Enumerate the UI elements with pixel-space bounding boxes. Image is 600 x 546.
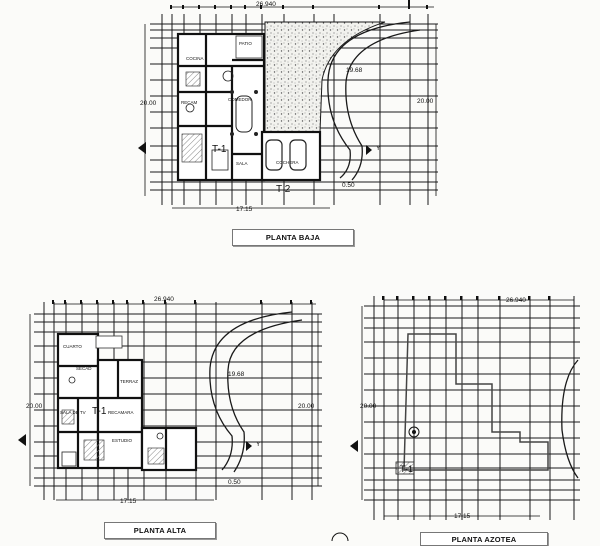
dim-bottom: 17.15: [236, 206, 253, 213]
dim-bottom-right: 0.50: [342, 182, 355, 189]
dim-bottom: 17.15: [120, 498, 137, 505]
section-tag-t1: T-1: [400, 464, 413, 474]
dim-top: 26.940: [256, 1, 276, 8]
dim-curve: 19.68: [346, 67, 363, 74]
dim-left: 20.00: [140, 100, 157, 107]
section-tag-t2: T 2: [276, 184, 291, 195]
room-sala: SALA: [236, 161, 248, 166]
north-mark: [331, 532, 349, 541]
plan-planta-alta: 26.940 20.00 20.00 17.15 0.50 19.68 CUAR…: [18, 296, 322, 505]
section-tag-t1: T-1: [212, 144, 227, 155]
title-planta-baja: PLANTA BAJA: [232, 229, 354, 246]
car-1: [265, 139, 283, 171]
axis-y: Y: [256, 441, 261, 448]
drain-icon: [408, 426, 420, 438]
dim-top: 26.940: [154, 296, 174, 303]
plan-planta-azotea: 26.940 20.00 17.15 T-1: [350, 296, 580, 520]
room-sala-tv: SALA DE TV: [60, 410, 86, 415]
dim-curve: 19.68: [228, 371, 245, 378]
room-patio: PATIO: [239, 41, 252, 46]
title-planta-alta: PLANTA ALTA: [104, 522, 216, 539]
room-estudio: ESTUDIO: [112, 438, 133, 443]
curved-walkway: [327, 21, 411, 179]
dim-left: 20.00: [26, 403, 43, 410]
room-terraza: TERRAZ: [120, 379, 138, 384]
car-2: [289, 139, 307, 171]
roof-outline: [403, 333, 549, 471]
dim-top: 26.940: [506, 297, 526, 304]
dim-bottom-right: 0.50: [228, 479, 241, 486]
room-recamara: RECAMARA: [108, 410, 134, 415]
title-planta-azotea: PLANTA AZOTEA: [420, 532, 548, 546]
dim-right: 20.00: [417, 98, 434, 105]
axis-y: Y: [376, 145, 381, 152]
room-comedor: COMEDOR: [228, 97, 252, 102]
plan-planta-baja: 26.940 20.00 20.00 17.15 0.50 19.68 PATI…: [138, 0, 438, 213]
dim-bottom: 17.15: [454, 513, 471, 520]
dining-table: [235, 95, 253, 133]
section-tag-t1: T-1: [92, 406, 107, 417]
dim-right: 20.00: [298, 403, 315, 410]
garden-area: [264, 21, 386, 133]
room-cochera: COCHERA: [276, 160, 299, 165]
patio-area: [235, 35, 263, 59]
room-cuarto: CUARTO: [63, 344, 82, 349]
room-recamara: RECAM: [181, 100, 198, 105]
room-secado: SECAD: [76, 366, 92, 371]
room-cocina: COCINA: [186, 56, 204, 61]
dimension-ticks: [170, 0, 428, 9]
dim-left: 20.00: [360, 403, 377, 410]
